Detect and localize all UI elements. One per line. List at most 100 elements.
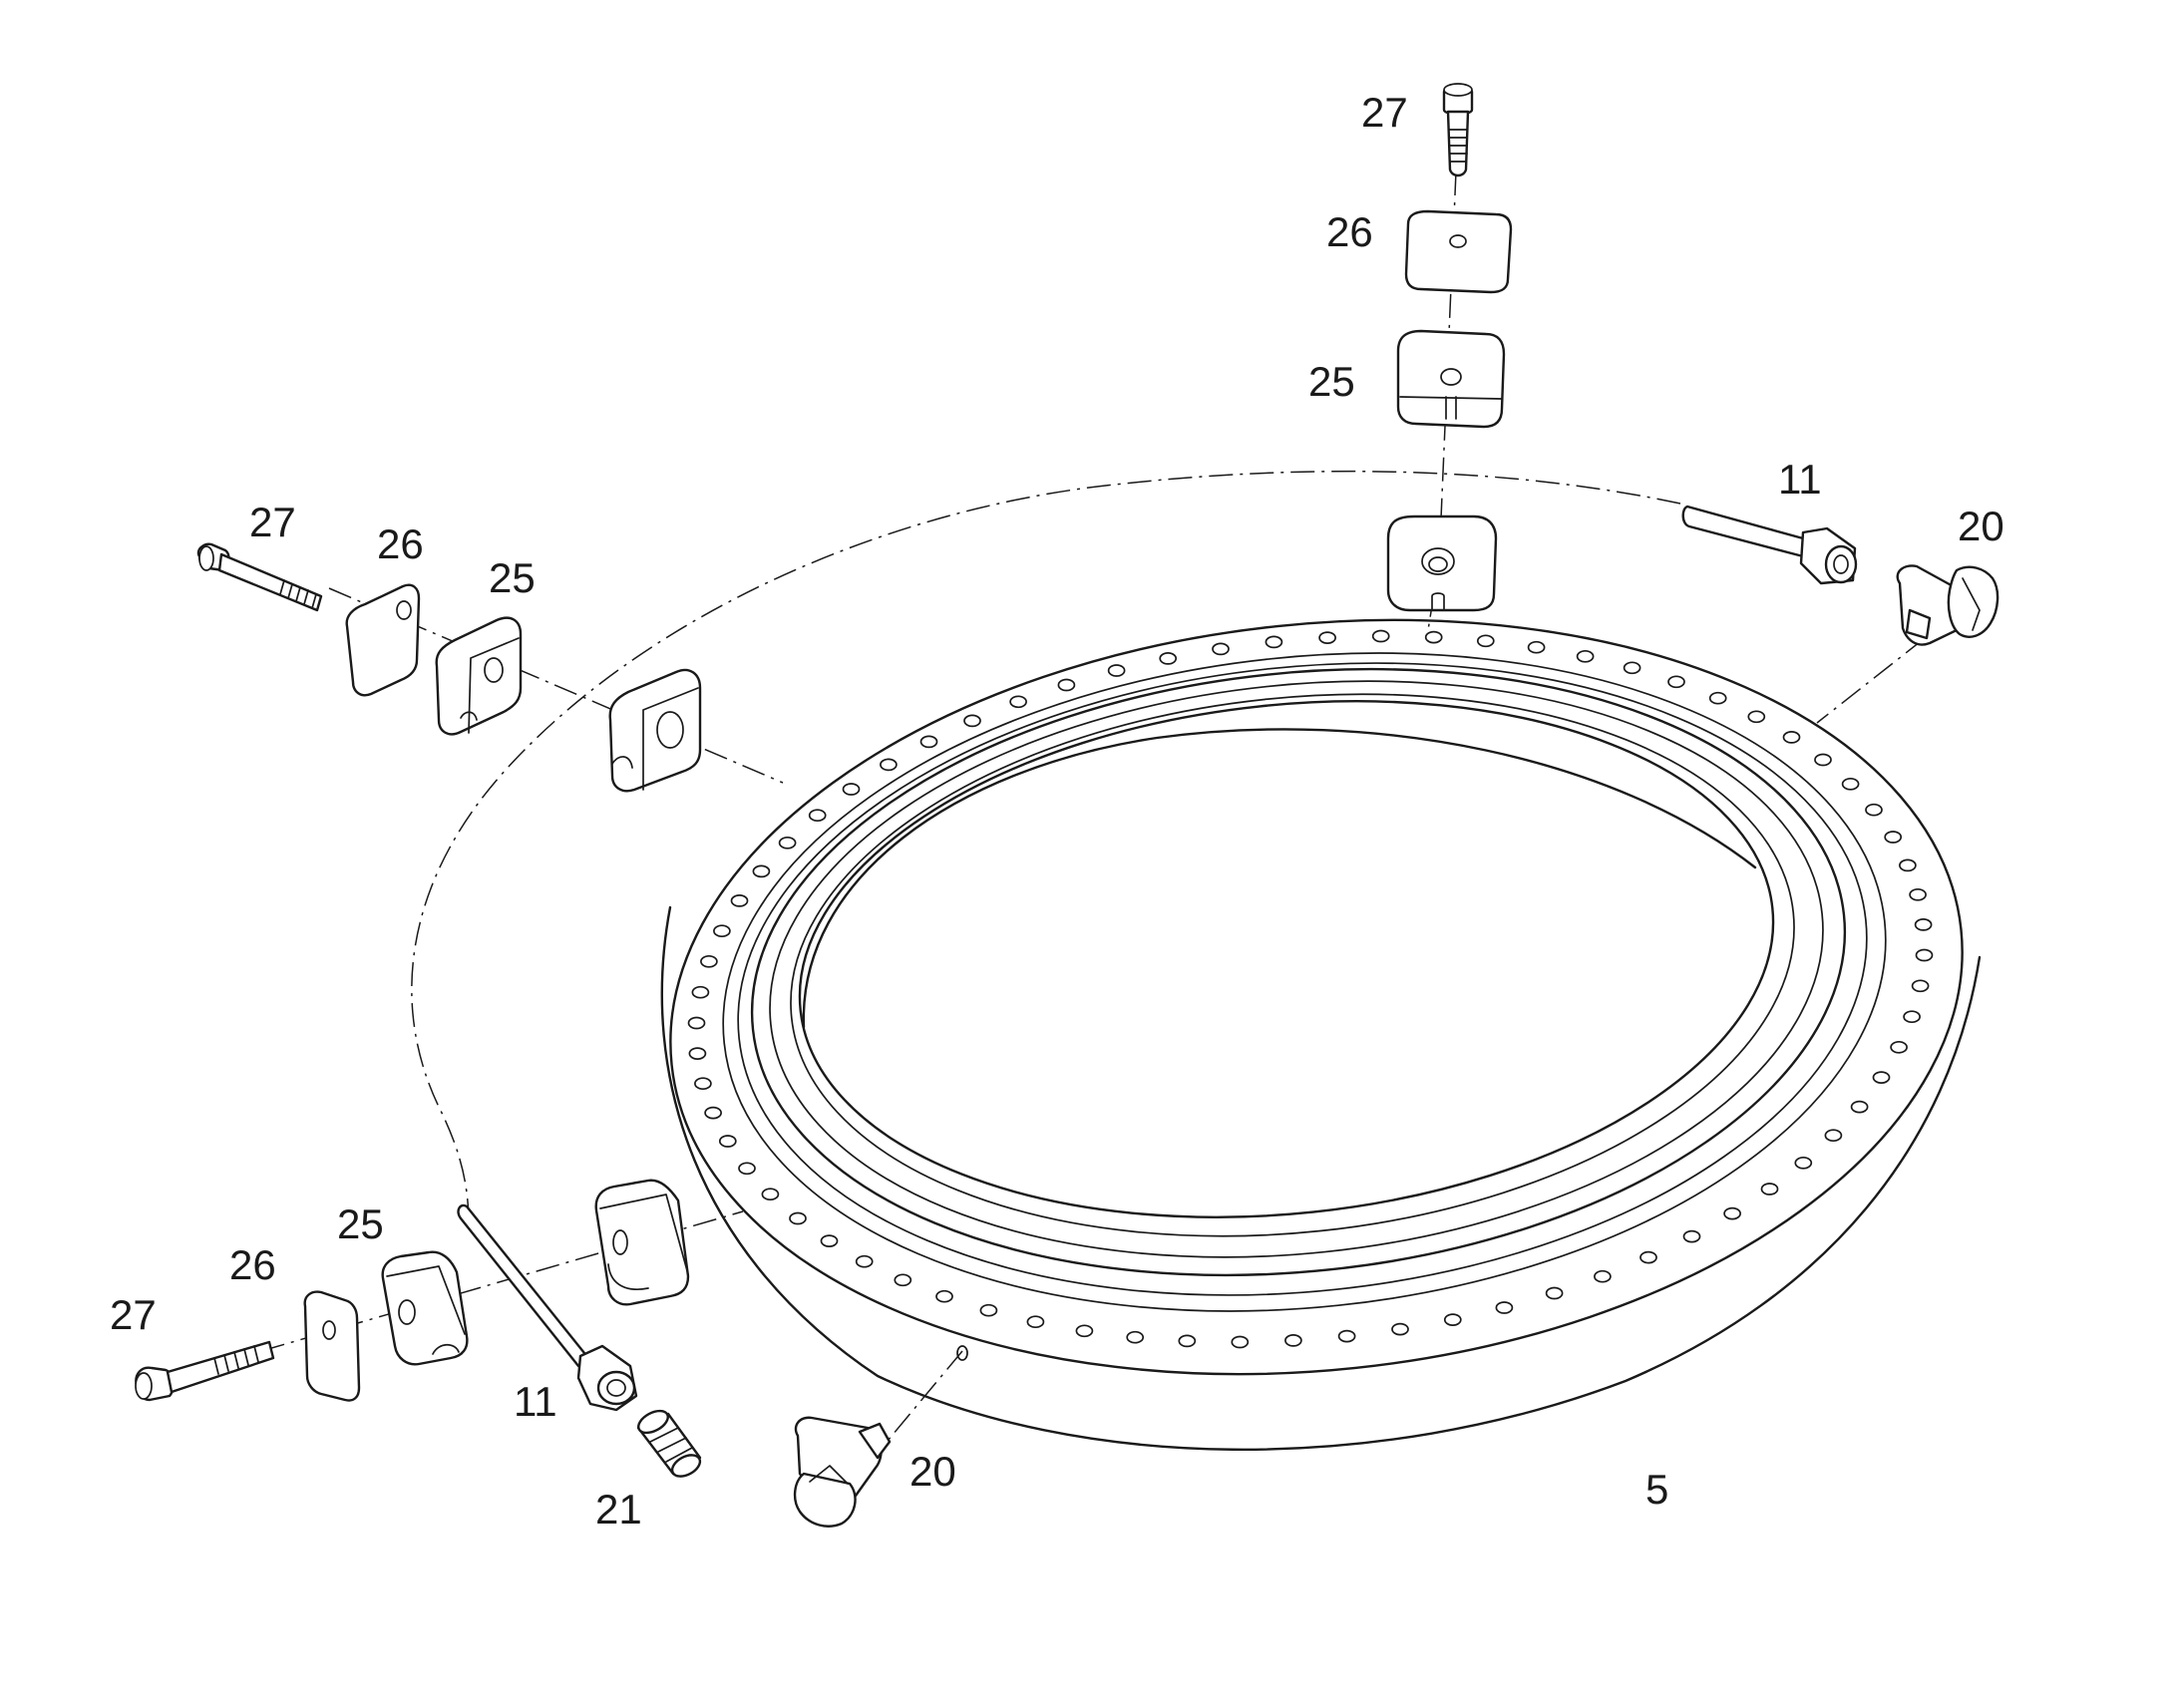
plug-lower	[636, 1409, 702, 1478]
callout-5-bearing: 5	[1645, 1466, 1668, 1513]
clamp-block-on-ring-top	[1386, 514, 1498, 612]
bolt-hole	[688, 1047, 707, 1060]
bolt-hole	[1760, 1183, 1779, 1196]
bolt-hole	[752, 864, 771, 878]
slewing-bearing-ring	[660, 618, 1982, 1451]
bolt-hole	[730, 894, 749, 907]
bolt-hole	[738, 1162, 756, 1176]
bolt-hole	[1915, 948, 1934, 962]
bolt-hole	[1667, 675, 1685, 689]
bolt-hole	[1899, 858, 1917, 872]
bolt-hole	[1337, 1329, 1356, 1343]
bolt-hole	[1872, 1071, 1891, 1084]
clamp-block-top	[1396, 329, 1506, 429]
washer-plate-left	[345, 583, 421, 697]
bolt-hole	[1495, 1301, 1514, 1314]
callout-27-lower: 27	[110, 1291, 157, 1338]
bolt-hole	[1265, 635, 1283, 649]
bolt-hole	[1903, 1010, 1921, 1024]
bolt-hole	[1782, 731, 1801, 744]
bolt-hole	[1391, 1322, 1409, 1336]
bolt-hole	[694, 1077, 712, 1091]
bolt-hole	[935, 1289, 953, 1303]
cap-screw-top	[1442, 83, 1474, 177]
lube-tube-right	[1681, 505, 1858, 585]
bolt-hole	[1126, 1330, 1145, 1344]
bolt-hole	[1545, 1286, 1564, 1300]
callout-26-lower: 26	[229, 1241, 276, 1288]
bolt-hole	[1814, 753, 1832, 767]
clamp-block-lower	[381, 1250, 469, 1366]
bolt-hole	[1841, 777, 1860, 791]
bolt-hole	[1057, 678, 1076, 692]
bolt-hole	[704, 1106, 722, 1120]
bolt-hole	[1794, 1156, 1813, 1170]
callout-25-lower: 25	[337, 1200, 384, 1247]
bolt-hole	[1708, 691, 1727, 705]
bolt-hole	[1682, 1229, 1701, 1243]
bolt-hole	[687, 1016, 706, 1030]
callout-11-lower: 11	[514, 1378, 557, 1425]
clamp-block-on-ring-left	[608, 668, 702, 793]
bolt-hole	[963, 714, 981, 728]
bolt-hole	[820, 1234, 839, 1247]
grease-fitting-right	[1896, 564, 1999, 646]
callout-11-right: 11	[1778, 456, 1822, 503]
bolt-hole	[713, 924, 731, 938]
bolt-hole	[1476, 634, 1495, 648]
washer-plate-top	[1404, 209, 1513, 294]
bolt-hole	[1850, 1100, 1869, 1114]
grease-fitting-lower	[793, 1416, 892, 1528]
bolt-hole	[1914, 918, 1933, 931]
bolt-hole	[1865, 803, 1883, 817]
bolt-holes	[687, 629, 1934, 1349]
bolt-hole	[718, 1135, 737, 1148]
bolt-hole	[789, 1211, 807, 1225]
callout-26-left: 26	[377, 520, 424, 567]
bolt-hole	[1623, 661, 1641, 675]
callout-26-top: 26	[1326, 208, 1373, 255]
lube-tube-lower	[457, 1203, 638, 1412]
callout-labels: 27 26 25 11 20 27 26 25 25 26 27 11 21 2…	[110, 89, 2004, 1533]
bolt-hole	[691, 985, 710, 999]
callout-25-left: 25	[489, 554, 536, 601]
bolt-hole	[1231, 1335, 1250, 1349]
bolt-hole	[842, 783, 861, 796]
bolt-hole	[700, 954, 718, 968]
callout-20-right: 20	[1958, 503, 2004, 549]
bolt-hole	[1884, 831, 1903, 844]
bolt-hole	[1639, 1250, 1657, 1264]
bolt-hole	[1911, 979, 1930, 993]
cap-screw-left	[196, 542, 323, 612]
bolt-hole	[1075, 1324, 1094, 1338]
bolt-hole	[1594, 1269, 1612, 1283]
bolt-hole	[1443, 1313, 1462, 1326]
bolt-hole	[1576, 649, 1595, 663]
bolt-hole	[919, 735, 938, 749]
bolt-hole	[1424, 630, 1443, 644]
assembly-centerlines	[260, 171, 1926, 1442]
bolt-hole	[1909, 887, 1927, 901]
bolt-hole	[1527, 640, 1546, 654]
bolt-hole	[1371, 629, 1390, 643]
bolt-hole	[1890, 1040, 1908, 1054]
bolt-hole	[1747, 710, 1766, 724]
callout-27-top: 27	[1361, 89, 1408, 136]
bolt-hole	[778, 836, 797, 850]
bolt-hole	[761, 1188, 780, 1201]
bolt-hole	[1178, 1334, 1197, 1348]
bolt-hole	[1009, 695, 1027, 709]
bolt-hole	[1026, 1315, 1045, 1329]
clamp-block-left	[435, 616, 523, 736]
bolt-hole	[880, 758, 898, 772]
bolt-hole	[1723, 1206, 1741, 1220]
bolt-hole	[1107, 664, 1126, 677]
bolt-hole	[1824, 1129, 1843, 1143]
bolt-hole	[1212, 642, 1230, 656]
bolt-hole	[1318, 631, 1336, 644]
bolt-hole	[1159, 652, 1178, 665]
washer-plate-lower	[303, 1290, 361, 1402]
bolt-hole	[808, 809, 827, 823]
